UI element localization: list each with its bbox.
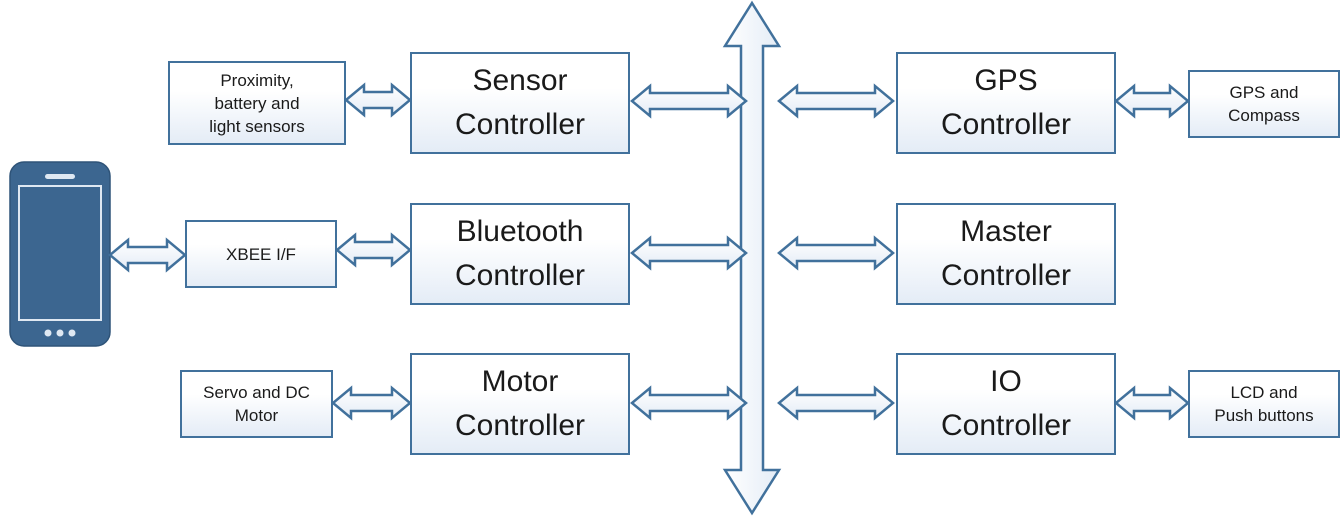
master-controller-box: Master Controller [896, 203, 1116, 305]
arrow-gps-compass [1114, 83, 1190, 119]
sensor-controller-box: Sensor Controller [410, 52, 630, 154]
bluetooth-controller-box: Bluetooth Controller [410, 203, 630, 305]
lcd-push-buttons-box: LCD and Push buttons [1188, 370, 1340, 438]
gps-compass-box: GPS and Compass [1188, 70, 1340, 138]
arrow-xbee-bluetooth [335, 232, 412, 268]
arrow-bus-io [777, 385, 895, 421]
arrow-servo-motor [331, 385, 412, 421]
servo-dc-motor-box: Servo and DC Motor [180, 370, 333, 438]
smartphone-icon [9, 161, 111, 347]
motor-controller-box: Motor Controller [410, 353, 630, 455]
proximity-sensors-box: Proximity, battery and light sensors [168, 61, 346, 145]
gps-controller-box: GPS Controller [896, 52, 1116, 154]
arrow-bus-master [777, 235, 895, 271]
arrow-proximity-sensor [344, 82, 412, 118]
xbee-interface-box: XBEE I/F [185, 220, 337, 288]
system-bus-arrow [722, 0, 782, 516]
arrow-bus-gps [777, 83, 895, 119]
arrow-bluetooth-bus [630, 235, 748, 271]
arrow-io-lcd [1114, 385, 1190, 421]
arrow-sensor-bus [630, 83, 748, 119]
io-controller-box: IO Controller [896, 353, 1116, 455]
arrow-motor-bus [630, 385, 748, 421]
arrow-phone-xbee [108, 237, 187, 273]
connector-arrows [108, 82, 1190, 421]
